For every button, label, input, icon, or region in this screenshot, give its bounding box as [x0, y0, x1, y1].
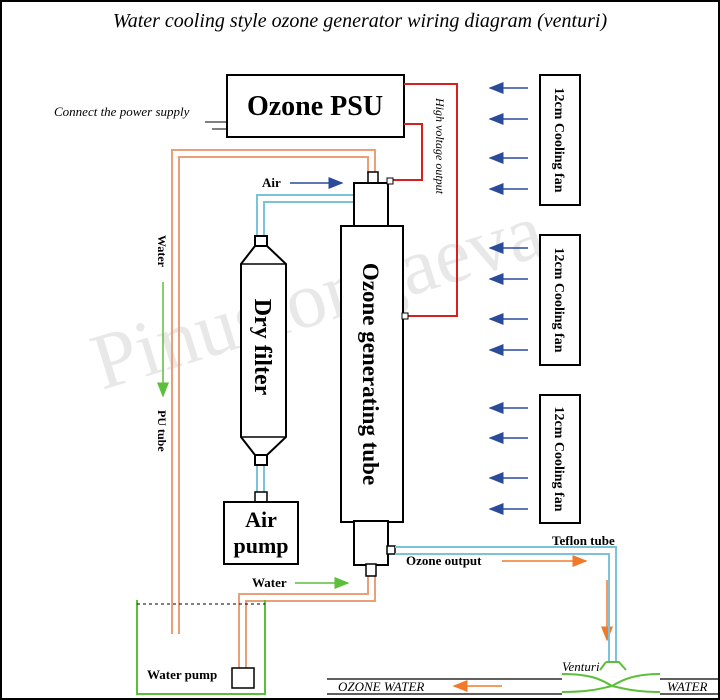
- water-tube-pu: [171, 149, 376, 634]
- ozone-psu-box: [226, 74, 405, 138]
- cooling-fan-label: 12cm Cooling fan: [551, 248, 566, 353]
- water-pump-label: Water pump: [147, 667, 217, 682]
- airflow-arrows: [488, 82, 528, 515]
- ozone-generating-tube-body: [340, 225, 404, 523]
- cooling-fan-3: [539, 394, 581, 524]
- cooling-fan-2: [539, 234, 581, 366]
- ozone-water-label: OZONE WATER: [338, 679, 424, 694]
- air-pump-label-line2: pump: [233, 533, 288, 558]
- teflon-tube-label: Teflon tube: [552, 533, 615, 548]
- water-right-label: WATER: [667, 679, 708, 694]
- venturi-label: Venturi: [562, 659, 600, 674]
- cooling-fan-1: [539, 74, 581, 206]
- tube-terminal: [386, 177, 394, 185]
- tube-bottom-cap: [365, 563, 377, 577]
- diagram-title: Water cooling style ozone generator wiri…: [113, 10, 608, 32]
- dry-filter-label: Dry filter: [249, 299, 275, 396]
- watermark: Pinuslongaeva: [82, 187, 554, 408]
- air-pump-box: [223, 501, 299, 565]
- tube-side-port: [386, 545, 396, 555]
- dry-filter: [240, 235, 287, 466]
- air-pump-inlet: [254, 491, 268, 503]
- venturi: [561, 661, 661, 693]
- water-bottom-label: Water: [252, 575, 287, 590]
- air-pump-label-line1: Air: [245, 507, 277, 532]
- tube-terminal: [401, 312, 409, 320]
- high-voltage-wire: [387, 83, 458, 317]
- high-voltage-note: High voltage output: [433, 97, 447, 195]
- cooling-fan-label: 12cm Cooling fan: [551, 88, 566, 193]
- tube-top-fitting: [353, 182, 389, 228]
- ozone-psu-label: Ozone PSU: [247, 91, 383, 122]
- air-label: Air: [262, 175, 281, 190]
- air-tube: [256, 194, 354, 496]
- power-supply-note: Connect the power supply: [54, 104, 190, 119]
- cooling-fan-label: 12cm Cooling fan: [551, 407, 566, 512]
- tube-bottom-fitting: [353, 520, 389, 566]
- water-tube-bottom: [238, 574, 376, 668]
- water-tank: [136, 600, 266, 695]
- teflon-tube: [395, 546, 617, 662]
- water-pump-body: [231, 667, 255, 689]
- water-left-label: Water: [155, 235, 169, 268]
- ozone-generating-tube-label: Ozone generating tube: [358, 263, 383, 485]
- ozone-output-label: Ozone output: [406, 553, 482, 568]
- pu-tube-label: PU tube: [155, 410, 169, 452]
